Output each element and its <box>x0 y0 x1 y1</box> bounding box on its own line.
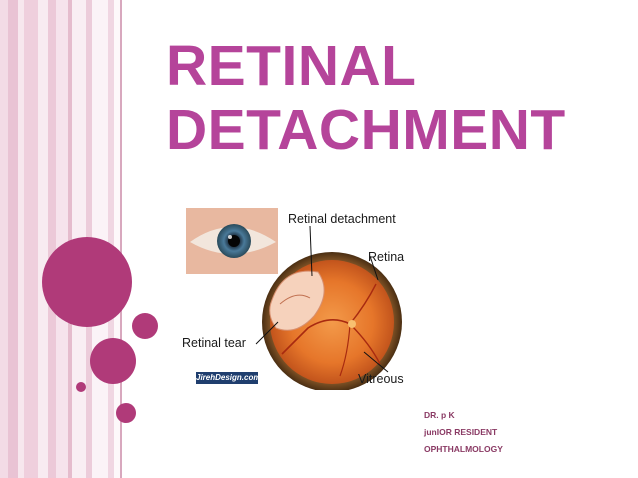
page-title: RETINAL DETACHMENT <box>166 34 566 162</box>
title-line-1: RETINAL <box>166 34 566 98</box>
eye-diagram-svg <box>180 204 420 390</box>
label-retinal-detachment: Retinal detachment <box>288 212 396 226</box>
label-retina: Retina <box>368 250 404 264</box>
image-credit: JirehDesign.com <box>196 372 258 384</box>
small-circle <box>132 313 158 339</box>
author-position: junIOR RESIDENT <box>424 424 503 441</box>
author-block: DR. p K junIOR RESIDENT OPHTHALMOLOGY <box>424 407 503 458</box>
author-name: DR. p K <box>424 407 503 424</box>
small-circle-lower <box>116 403 136 423</box>
retinal-detachment-illustration: Retinal detachment Retina Retinal tear V… <box>180 204 420 390</box>
label-retinal-tear: Retinal tear <box>182 336 246 350</box>
author-department: OPHTHALMOLOGY <box>424 441 503 458</box>
medium-circle <box>90 338 136 384</box>
label-vitreous: Vitreous <box>358 372 404 386</box>
left-stripe-decoration <box>0 0 128 478</box>
tiny-circle <box>76 382 86 392</box>
title-line-2: DETACHMENT <box>166 98 566 162</box>
large-circle <box>42 237 132 327</box>
